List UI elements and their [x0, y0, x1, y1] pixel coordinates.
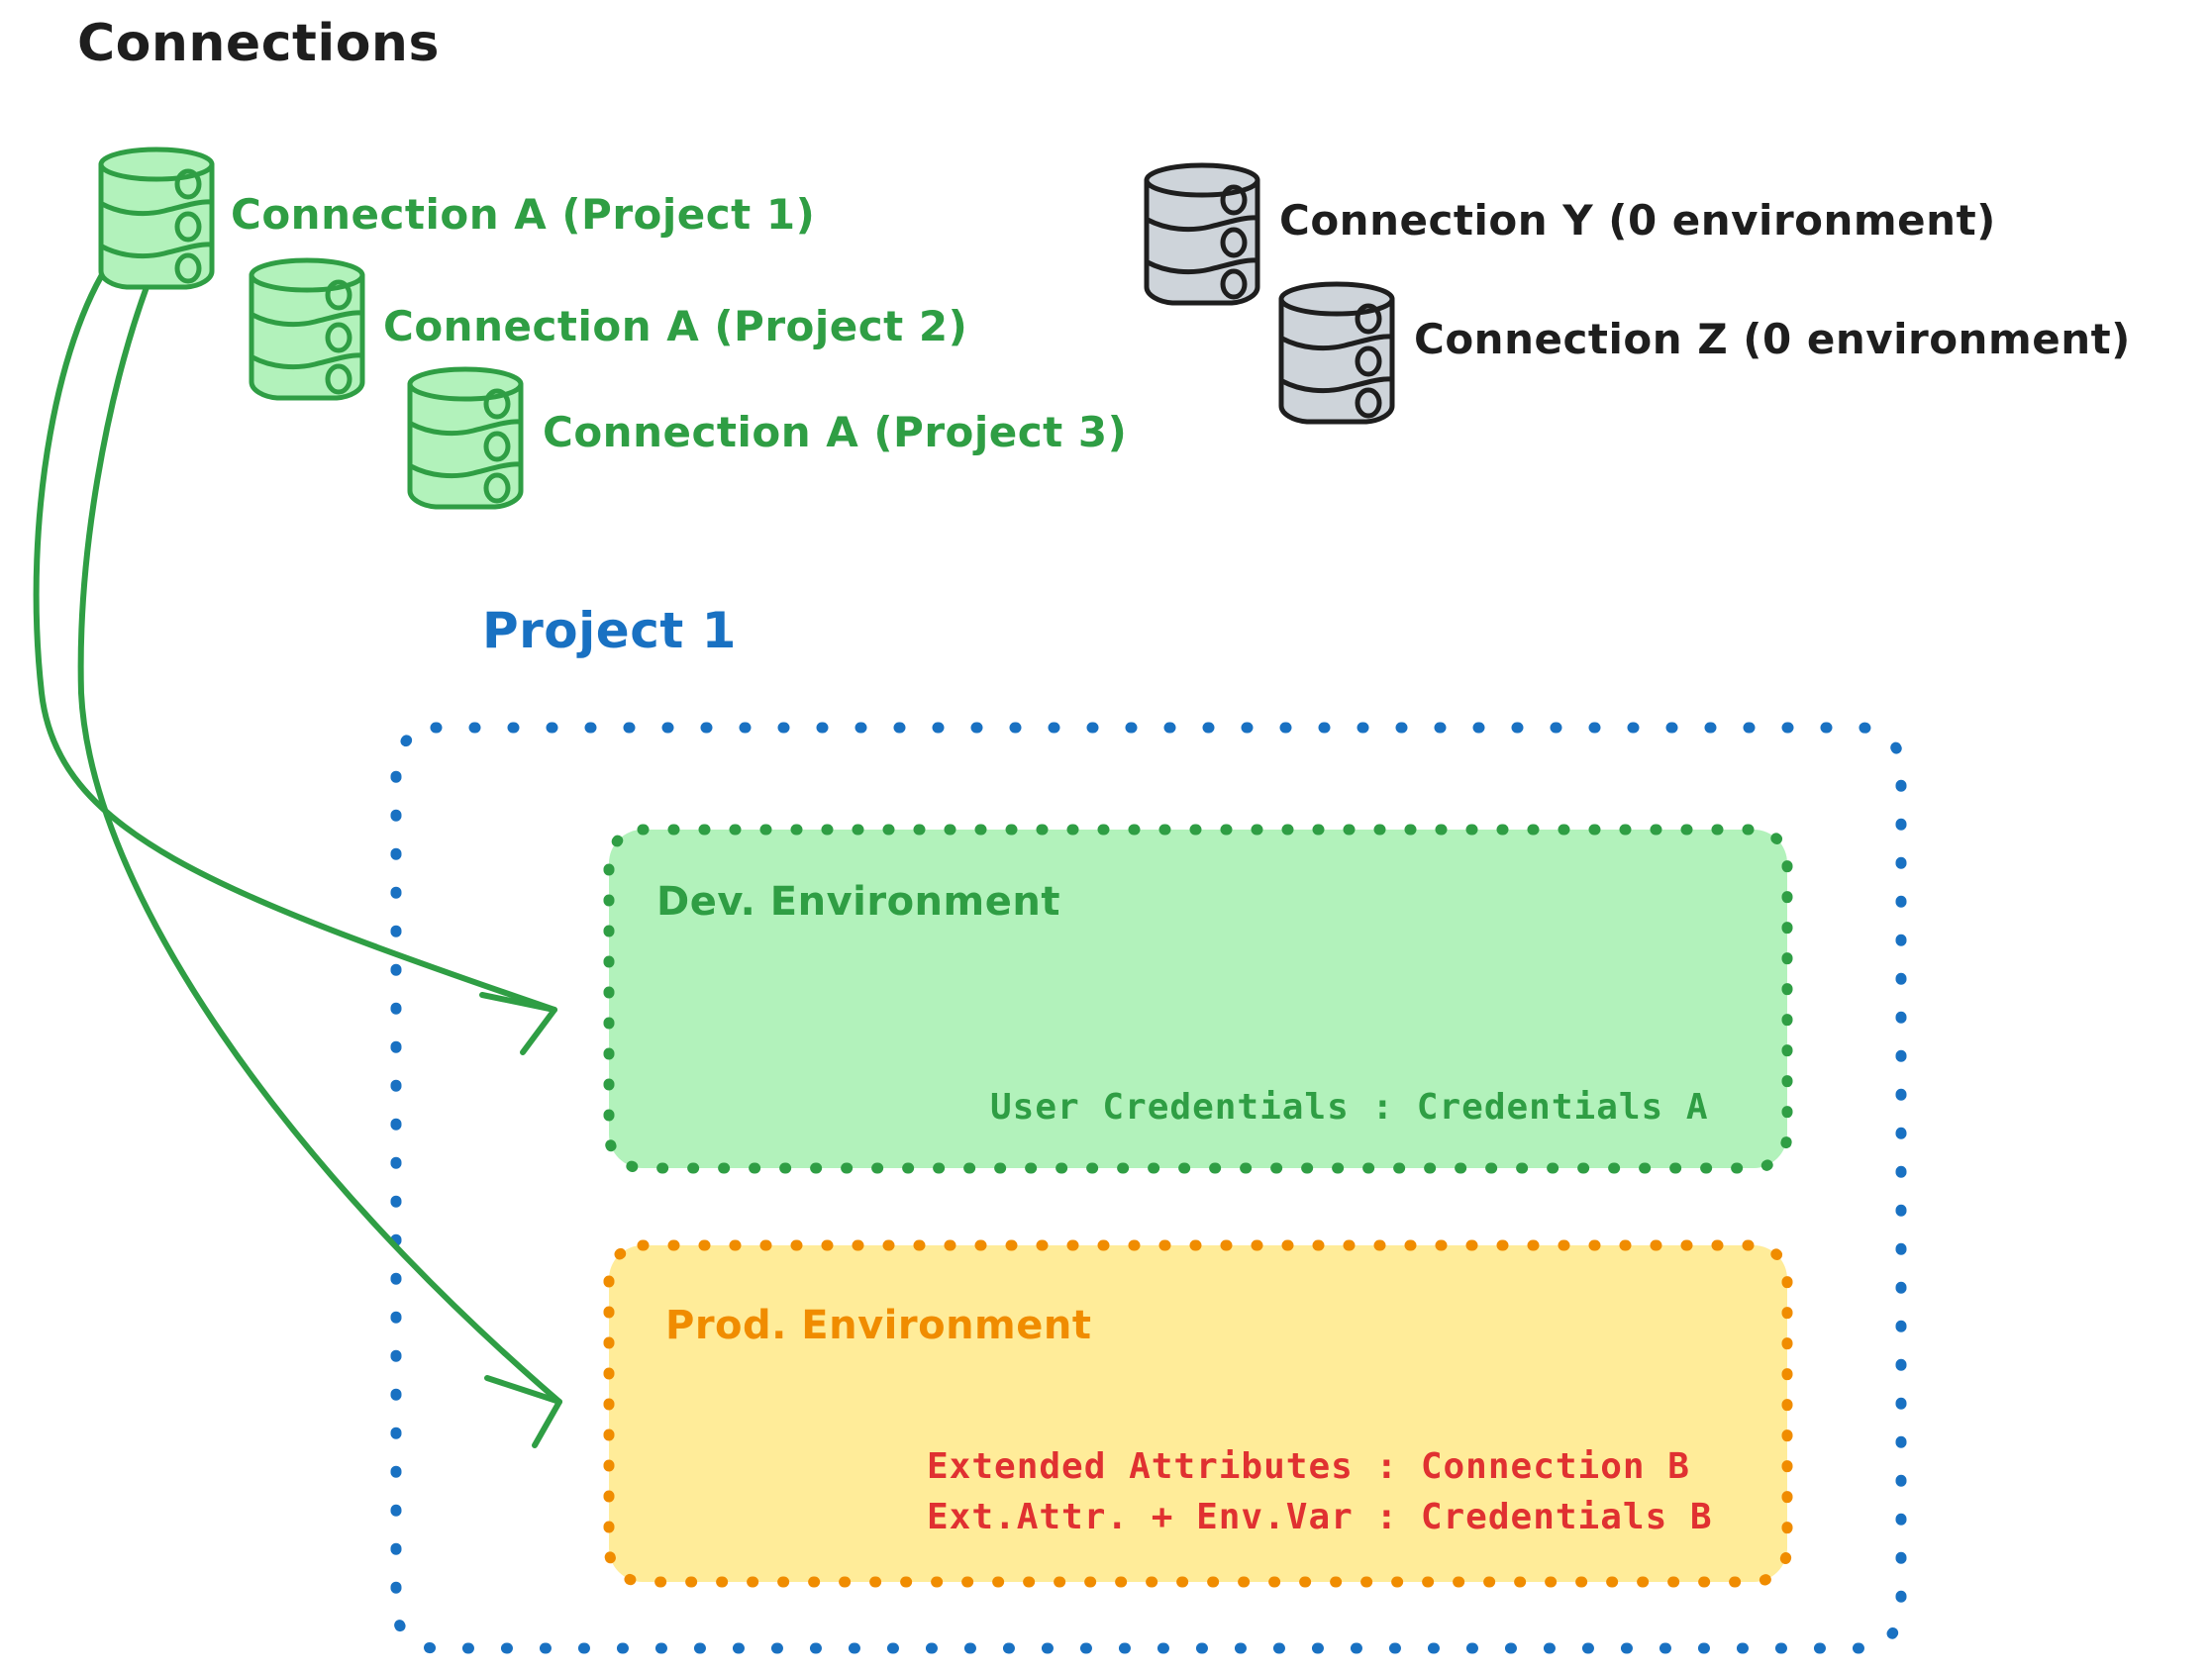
connection-label-y: Connection Y (0 environment)	[1279, 196, 1996, 245]
dev-environment-box	[603, 824, 1793, 1174]
prod-environment-box	[603, 1239, 1793, 1588]
database-cylinder-icon-connection-y	[1147, 165, 1257, 303]
prod-environment-title: Prod. Environment	[665, 1303, 1092, 1348]
connection-label-a-project-2: Connection A (Project 2)	[383, 302, 968, 350]
arrow-connection-a-to-dev-environment	[33, 249, 557, 1055]
connection-label-a-project-3: Connection A (Project 3)	[543, 408, 1128, 456]
database-cylinder-icon-connection-a-project-3	[410, 369, 521, 507]
project-title: Project 1	[482, 602, 737, 659]
connection-label-z: Connection Z (0 environment)	[1414, 315, 2131, 363]
prod-environment-attributes-line: Extended Attributes : Connection B	[927, 1446, 1690, 1487]
dev-environment-title: Dev. Environment	[656, 879, 1060, 925]
connection-label-a-project-1: Connection A (Project 1)	[231, 190, 816, 239]
page-title: Connections	[77, 14, 440, 73]
database-cylinder-icon-connection-a-project-2	[251, 260, 362, 398]
database-cylinder-icon-connection-z	[1281, 284, 1392, 422]
prod-environment-credentials-line: Ext.Attr. + Env.Var : Credentials B	[927, 1497, 1713, 1537]
dev-environment-credentials-line: User Credentials : Credentials A	[990, 1087, 1709, 1128]
database-cylinder-icon-connection-a-project-1	[101, 149, 212, 287]
arrow-connection-a-to-prod-environment	[77, 284, 562, 1448]
